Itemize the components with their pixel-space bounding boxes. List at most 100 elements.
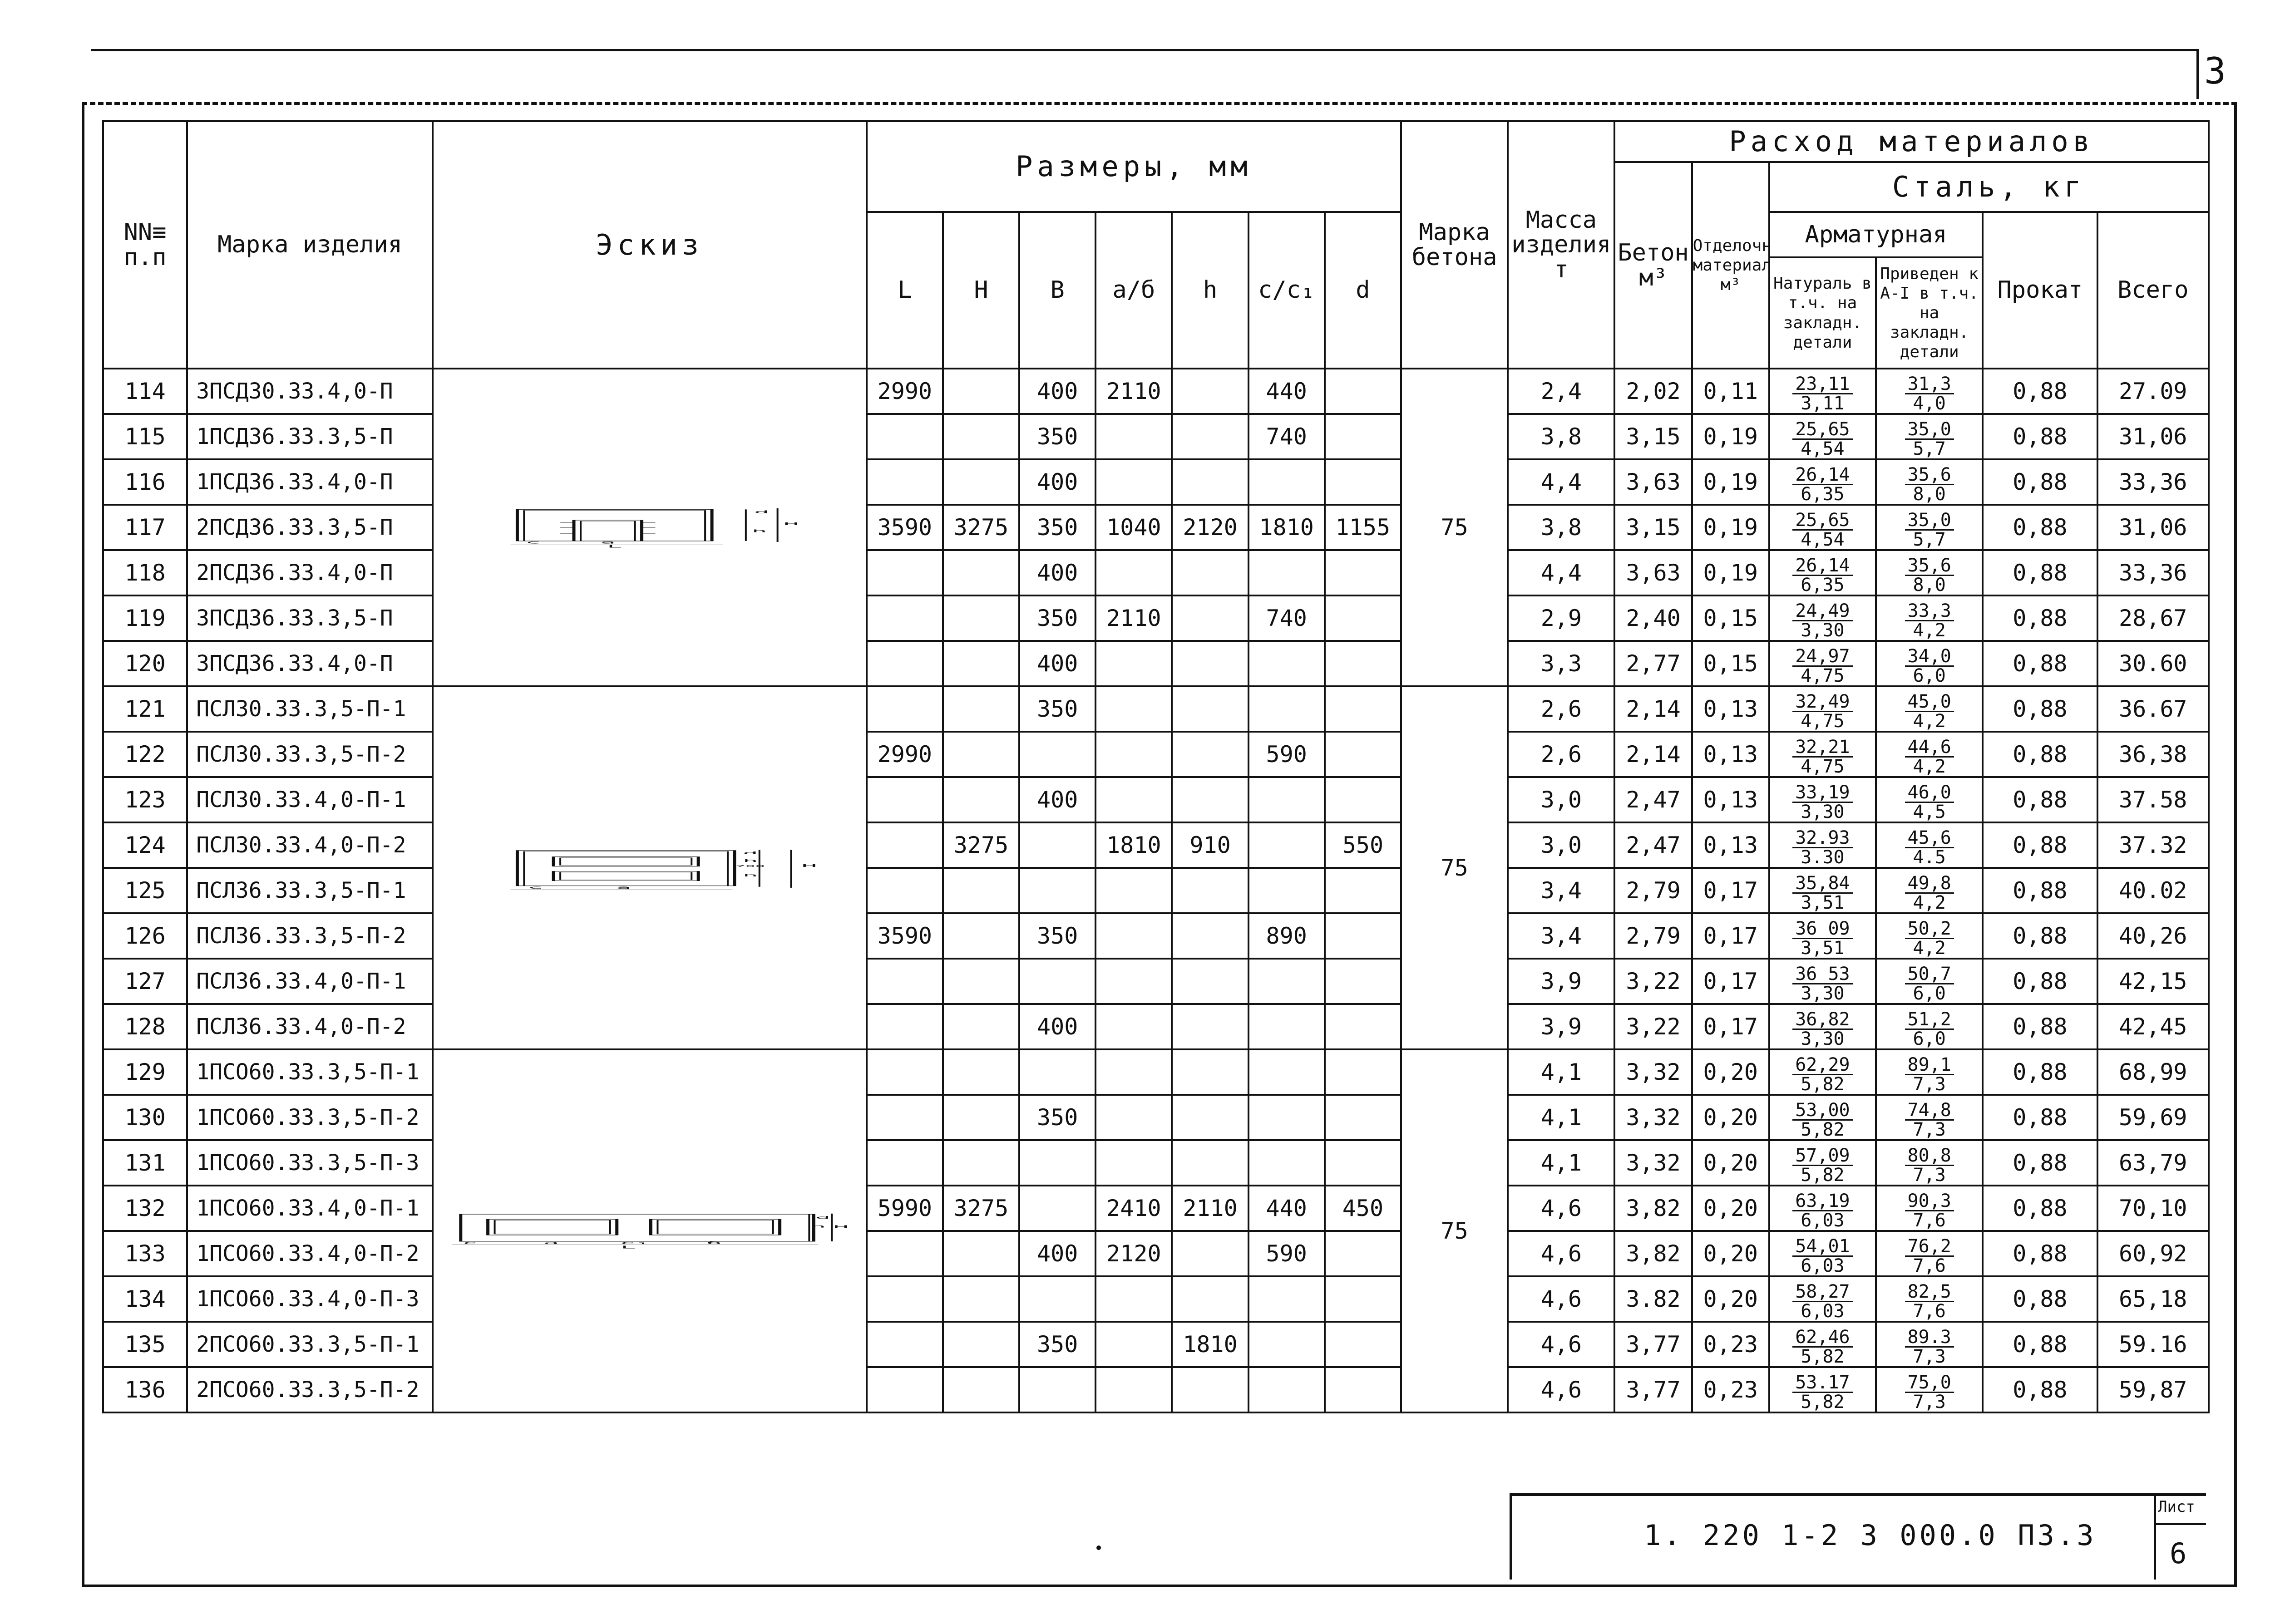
- dim-ab: [1095, 1366, 1173, 1413]
- row-number: 118: [102, 549, 188, 596]
- concrete-volume: 2,40: [1614, 595, 1693, 642]
- row-number: 124: [102, 822, 188, 869]
- dim-d: [1323, 867, 1402, 914]
- dim-B: [1018, 731, 1097, 778]
- concrete-grade: 75: [1400, 1048, 1509, 1413]
- dim-H: [942, 595, 1021, 642]
- dim-d: [1323, 912, 1402, 960]
- dim-L: [865, 867, 944, 914]
- label-h: h: [752, 529, 767, 533]
- row-number: 132: [102, 1185, 188, 1232]
- row-number: 125: [102, 867, 188, 914]
- finishing-volume: 0,20: [1691, 1230, 1770, 1277]
- mass-value: 2,6: [1507, 685, 1616, 733]
- dim-c: [1247, 1321, 1326, 1368]
- dim-L: 5990: [865, 1185, 944, 1232]
- natural-steel-embedded: 3,30: [1801, 620, 1845, 641]
- dim-h: [1171, 1275, 1249, 1323]
- mass-value: 4,4: [1507, 458, 1616, 506]
- dim-ab: [1095, 1048, 1173, 1096]
- reduced-steel-embedded: 6,0: [1913, 1028, 1946, 1049]
- finishing-volume: 0,11: [1691, 368, 1770, 415]
- sheet-box: Лист 6: [2154, 1496, 2206, 1580]
- dim-h: 1810: [1171, 1321, 1249, 1368]
- finishing-volume: 0,19: [1691, 549, 1770, 596]
- dim-ab: [1095, 912, 1173, 960]
- concrete-volume: 2,02: [1614, 368, 1693, 415]
- concrete-volume: 2,47: [1614, 822, 1693, 869]
- label-H: H: [783, 522, 799, 526]
- row-number: 116: [102, 458, 188, 506]
- dim-c: [1247, 822, 1326, 869]
- dim-ab: [1095, 413, 1173, 460]
- concrete-volume: 3,32: [1614, 1094, 1693, 1141]
- reduced-steel-value: 76,2: [1905, 1237, 1954, 1257]
- rolled-steel: 0,88: [1982, 1275, 2098, 1323]
- dim-c: 440: [1247, 1185, 1326, 1232]
- label-a: a: [543, 1241, 559, 1245]
- natural-steel-embedded: 3,30: [1801, 801, 1845, 822]
- natural-steel-embedded: 3,30: [1801, 1028, 1845, 1049]
- reduced-steel-embedded: 4,0: [1913, 393, 1946, 414]
- concrete-volume: 3,82: [1614, 1230, 1693, 1277]
- concrete-volume: 2,79: [1614, 912, 1693, 960]
- reduced-steel-embedded: 4,5: [1913, 801, 1946, 822]
- dim-H: [942, 731, 1021, 778]
- finishing-volume: 0,20: [1691, 1185, 1770, 1232]
- label-a: a: [616, 886, 632, 890]
- window-lower-inner: [559, 872, 692, 880]
- rolled-steel: 0,88: [1982, 1048, 2098, 1096]
- dim-h: [1171, 640, 1249, 687]
- reduced-steel-embedded: 6,0: [1913, 665, 1946, 686]
- reduced-steel-embedded: 8,0: [1913, 483, 1946, 505]
- dim-L: [865, 1230, 944, 1277]
- rolled-steel: 0,88: [1982, 776, 2098, 823]
- natural-steel-embedded: 4,54: [1801, 529, 1845, 550]
- dim-L: [865, 822, 944, 869]
- dim-d: [1323, 1321, 1402, 1368]
- mass-value: 2,4: [1507, 368, 1616, 415]
- dim-L: [865, 1321, 944, 1368]
- natural-steel-value: 63,19: [1792, 1192, 1853, 1211]
- dim-B: 350: [1018, 685, 1097, 733]
- dim-B: 400: [1018, 640, 1097, 687]
- dim-L: [865, 1275, 944, 1323]
- col-header-cc1: с/с₁: [1247, 211, 1326, 369]
- finishing-volume: 0,20: [1691, 1094, 1770, 1141]
- col-header-ab: а/б: [1095, 211, 1173, 369]
- dim-B: 400: [1018, 776, 1097, 823]
- table-row: 121ПСЛ30.33.3,5-П-1dh700hHcaL350752,62,1…: [102, 685, 2210, 1050]
- dim-d: [1323, 731, 1402, 778]
- dim-B: 400: [1018, 1230, 1097, 1277]
- dim-ab: [1095, 731, 1173, 778]
- panel-outline: [459, 1214, 815, 1242]
- dim-d: [1323, 640, 1402, 687]
- dim-d: 1155: [1323, 504, 1402, 551]
- natural-steel-value: 25,65: [1792, 420, 1853, 440]
